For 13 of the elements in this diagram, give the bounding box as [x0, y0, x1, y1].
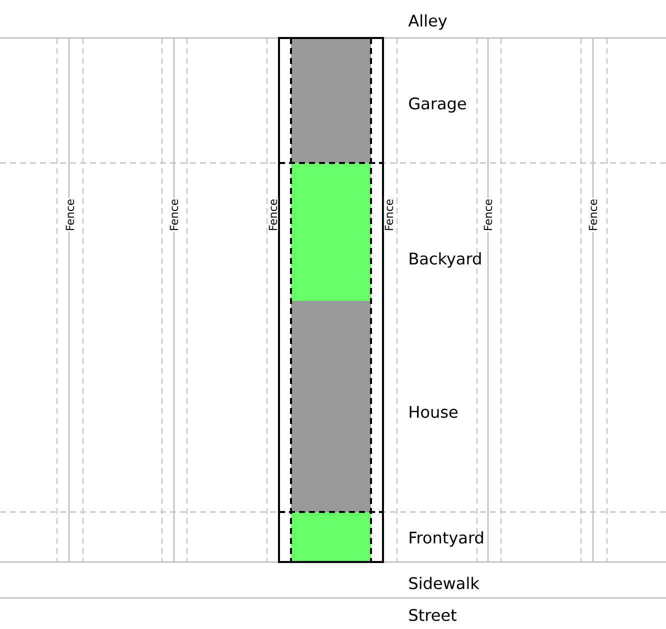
- area-label: Sidewalk: [409, 576, 480, 590]
- fence-label: Fence: [268, 198, 278, 232]
- fence-label: Fence: [64, 198, 76, 232]
- fence-label: Fence: [384, 198, 394, 232]
- area-label: Backyard: [410, 252, 481, 268]
- fence-label: Fence: [482, 198, 494, 232]
- area-label: Garage: [409, 97, 466, 113]
- fence-label: Fence: [588, 198, 598, 232]
- area-label: House: [410, 406, 458, 418]
- area-label: Frontyard: [410, 531, 483, 547]
- area-label: Alley: [408, 14, 447, 30]
- fence-label: Fence: [168, 198, 180, 232]
- area-label: Street: [409, 608, 456, 622]
